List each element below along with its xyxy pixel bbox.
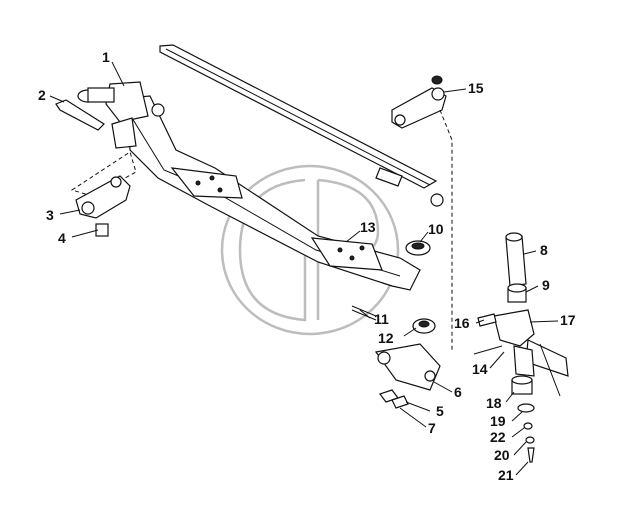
- callout-4: 4: [58, 230, 66, 246]
- washer: [517, 403, 535, 413]
- callout-6: 6: [454, 384, 462, 400]
- callout-15: 15: [468, 80, 484, 96]
- seal-upper: [405, 240, 431, 256]
- seal-lower: [412, 318, 436, 334]
- callout-7: 7: [428, 420, 436, 436]
- tie-rod-arm: [374, 343, 441, 409]
- callout-10: 10: [428, 221, 444, 237]
- left-steering-arm: [70, 151, 137, 237]
- callout-1: 1: [102, 49, 110, 65]
- right-steering-knuckle: [493, 309, 569, 397]
- callout-9: 9: [542, 277, 550, 293]
- leader-lines: [49, 61, 559, 476]
- callout-13: 13: [360, 219, 376, 235]
- callout-16: 16: [454, 315, 470, 331]
- kingpin-right: [505, 232, 527, 287]
- tie-rod: [159, 44, 444, 207]
- kingpin-bolt: [55, 99, 105, 131]
- thrust-bearing: [511, 375, 533, 395]
- kingpin-bushing: [507, 283, 527, 303]
- callout-18: 18: [486, 395, 502, 411]
- callout-5: 5: [436, 403, 444, 419]
- lock-pin: [351, 305, 377, 321]
- knuckle-bolt: [473, 313, 503, 355]
- left-steering-knuckle: [77, 81, 165, 149]
- callout-20: 20: [494, 447, 510, 463]
- callout-8: 8: [540, 242, 548, 258]
- callout-11: 11: [374, 311, 389, 327]
- callout-12: 12: [378, 330, 394, 346]
- callout-3: 3: [46, 207, 54, 223]
- shim-stack: [523, 422, 535, 463]
- callout-17: 17: [560, 312, 576, 328]
- callout-19: 19: [490, 413, 506, 429]
- callout-14: 14: [472, 361, 488, 377]
- drag-link-arm: [391, 75, 453, 350]
- callout-22: 22: [490, 429, 506, 445]
- callout-21: 21: [498, 467, 514, 483]
- callout-labels: 1 2 3 4 5 6 7 8 9 10 11 12 13 14 15 16 1…: [38, 49, 576, 483]
- callout-2: 2: [38, 87, 46, 103]
